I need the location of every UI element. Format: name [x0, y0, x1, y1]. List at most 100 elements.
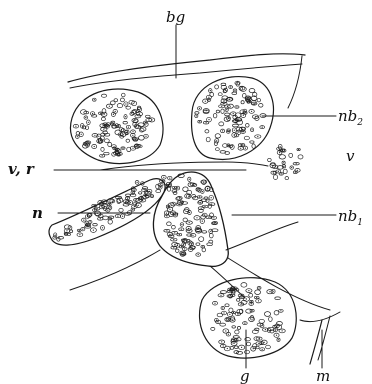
cell-dot [256, 297, 257, 298]
cell-nucleus [225, 304, 229, 307]
cell-dot [211, 204, 212, 205]
cell-dot [207, 188, 208, 189]
cell-dot [138, 205, 139, 206]
label-n: n [32, 204, 43, 222]
upper-membrane [68, 54, 305, 82]
cell-nucleus [80, 110, 86, 115]
cell-dot [184, 240, 185, 241]
upper-membrane-lower-edge [70, 64, 302, 88]
cell-nucleus [205, 130, 209, 133]
cell-dot [208, 217, 209, 218]
cell-dot [253, 348, 254, 349]
cell-dot [132, 209, 133, 210]
cell-dot [110, 207, 111, 208]
cell-nucleus [250, 141, 254, 143]
cell-dot [166, 215, 167, 216]
cell-nucleus [183, 187, 188, 192]
label-nb1: nb1 [338, 207, 363, 228]
cell-dot [275, 330, 276, 331]
cell-dot [220, 295, 221, 296]
cell-dot [240, 148, 241, 149]
cell-dot [210, 231, 211, 232]
cell-nucleus [122, 93, 126, 97]
cell-dot [125, 103, 126, 104]
cell-nucleus [257, 98, 260, 102]
cell-dot [281, 173, 282, 174]
cell-nucleus [225, 113, 230, 116]
cell-dot [132, 192, 133, 193]
cell-dot [202, 221, 203, 222]
cell-dot [282, 330, 283, 331]
cell-nucleus [283, 169, 287, 174]
cell-nucleus [216, 110, 219, 113]
cell-nucleus [232, 92, 237, 95]
cell-dot [238, 119, 239, 120]
cell-dot [233, 341, 234, 342]
cell-nucleus [116, 196, 122, 198]
cell-nucleus [245, 350, 250, 354]
cell-nucleus [117, 104, 122, 108]
cell-nucleus [241, 283, 247, 288]
cell-dot [201, 208, 202, 209]
cell-dot [115, 111, 116, 112]
cell-dot [234, 130, 235, 131]
cell-dot [248, 290, 249, 291]
cell-dot [130, 202, 131, 203]
cell-dot [257, 136, 258, 137]
cell-dot [92, 113, 93, 114]
cell-dot [259, 287, 260, 288]
cell-dot [113, 114, 114, 115]
cell-nucleus [215, 134, 220, 138]
cell-dot [202, 191, 203, 192]
cell-nucleus [252, 144, 255, 148]
cell-dot [229, 99, 230, 100]
cell-dot [100, 218, 101, 219]
cell-dot [184, 248, 185, 249]
cell-nucleus [139, 136, 145, 141]
cell-dot [228, 334, 229, 335]
cell-nucleus [247, 342, 251, 346]
cell-dot [163, 177, 164, 178]
cell-dot [169, 178, 170, 179]
cell-nucleus [220, 291, 226, 294]
cell-dot [269, 291, 270, 292]
cell-nucleus [213, 114, 217, 118]
cell-dot [116, 153, 117, 154]
cell-nucleus [172, 225, 176, 229]
cell-nucleus [58, 237, 64, 240]
cell-nucleus [202, 248, 206, 252]
cell-dot [181, 229, 182, 230]
cell-dot [234, 288, 235, 289]
cell-dot [199, 196, 200, 197]
cell-nucleus [167, 222, 172, 226]
cell-nucleus [221, 109, 224, 113]
cell-nucleus [196, 243, 200, 246]
cell-dot [102, 227, 103, 228]
cell-nucleus [183, 218, 187, 222]
cell-dot [237, 82, 238, 83]
cell-dot [79, 230, 80, 231]
cell-nucleus [268, 158, 272, 161]
cell-dot [123, 134, 124, 135]
muscle-fibre-3 [300, 312, 340, 322]
cell-dot [248, 97, 249, 98]
cell-nucleus [218, 93, 222, 96]
cell-dot [276, 325, 277, 326]
cell-dot [181, 246, 182, 247]
cell-dot [82, 229, 83, 230]
cell-dot [208, 97, 209, 98]
cell-dot [229, 289, 230, 290]
cell-dot [122, 216, 123, 217]
cell-nucleus [234, 346, 238, 349]
cell-dot [116, 125, 117, 126]
cell-dot [93, 230, 94, 231]
cell-dot [151, 196, 152, 197]
cell-nucleus [275, 297, 281, 300]
cell-dot [173, 203, 174, 204]
cell-nucleus [266, 345, 271, 349]
cell-dot [82, 125, 83, 126]
cell-dot [223, 345, 224, 346]
cell-nucleus [126, 106, 131, 109]
